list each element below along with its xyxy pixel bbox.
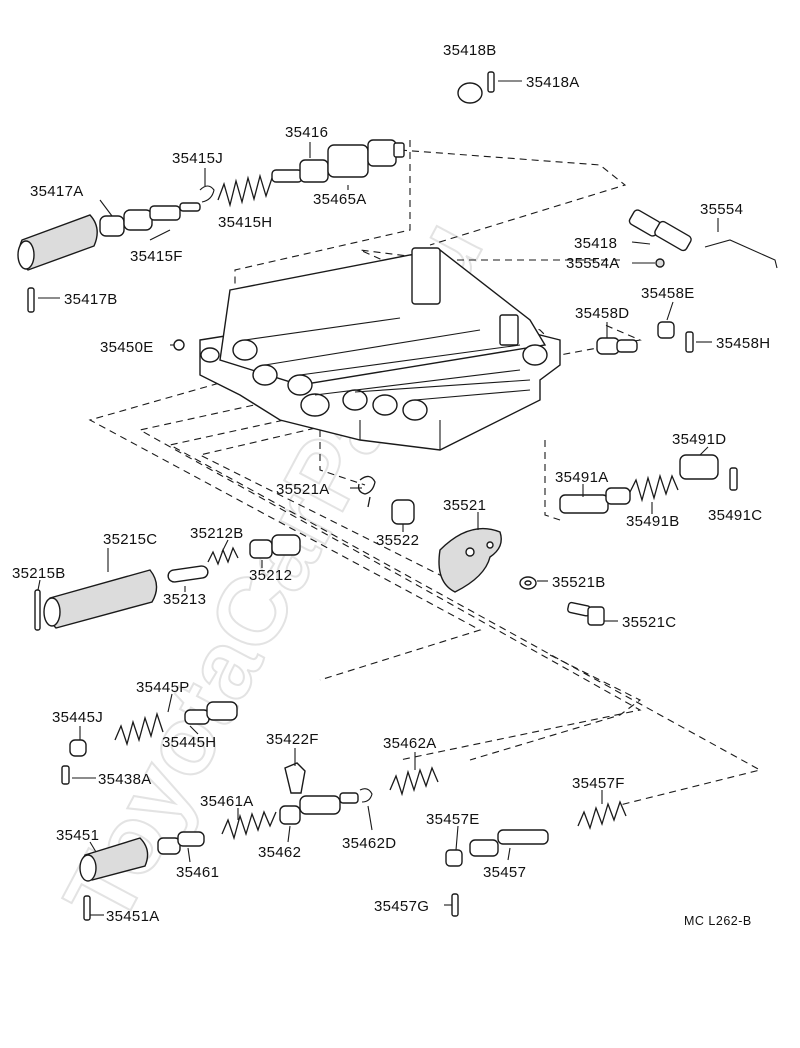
label-35415J[interactable]: 35415J [172, 150, 223, 167]
label-35418B[interactable]: 35418B [443, 42, 497, 59]
label-35415F[interactable]: 35415F [130, 248, 183, 265]
diagram-code: MC L262-B [684, 914, 752, 928]
label-35554A[interactable]: 35554A [566, 255, 620, 272]
label-35213[interactable]: 35213 [163, 591, 206, 608]
label-35451[interactable]: 35451 [56, 827, 99, 844]
label-35418A[interactable]: 35418A [526, 74, 580, 91]
label-35491B[interactable]: 35491B [626, 513, 680, 530]
label-35445H[interactable]: 35445H [162, 734, 216, 751]
part-shapes [17, 71, 778, 921]
leader-lines [37, 80, 719, 916]
label-35416[interactable]: 35416 [285, 124, 328, 141]
label-35215C[interactable]: 35215C [103, 531, 157, 548]
label-35458E[interactable]: 35458E [641, 285, 695, 302]
label-35417A[interactable]: 35417A [30, 183, 84, 200]
label-35458H[interactable]: 35458H [716, 335, 770, 352]
label-35521B[interactable]: 35521B [552, 574, 606, 591]
label-35422F[interactable]: 35422F [266, 731, 319, 748]
label-35458D[interactable]: 35458D [575, 305, 629, 322]
label-35491A[interactable]: 35491A [555, 469, 609, 486]
label-35450E[interactable]: 35450E [100, 339, 154, 356]
label-35457E[interactable]: 35457E [426, 811, 480, 828]
label-35457[interactable]: 35457 [483, 864, 526, 881]
label-35462A[interactable]: 35462A [383, 735, 437, 752]
label-35212B[interactable]: 35212B [190, 525, 244, 542]
label-35212[interactable]: 35212 [249, 567, 292, 584]
label-35554[interactable]: 35554 [700, 201, 743, 218]
label-35417B[interactable]: 35417B [64, 291, 118, 308]
label-35457F[interactable]: 35457F [572, 775, 625, 792]
label-35418[interactable]: 35418 [574, 235, 617, 252]
label-35522[interactable]: 35522 [376, 532, 419, 549]
label-35462[interactable]: 35462 [258, 844, 301, 861]
label-35215B[interactable]: 35215B [12, 565, 66, 582]
part-labels: 35418B 35418A 35416 35415J 35417A 35465A… [12, 42, 770, 928]
valve-body [199, 247, 561, 451]
label-35415H[interactable]: 35415H [218, 214, 272, 231]
label-35521C[interactable]: 35521C [622, 614, 676, 631]
label-35445J[interactable]: 35445J [52, 709, 103, 726]
label-35461[interactable]: 35461 [176, 864, 219, 881]
label-35465A[interactable]: 35465A [313, 191, 367, 208]
label-35457G[interactable]: 35457G [374, 898, 429, 915]
label-35521[interactable]: 35521 [443, 497, 486, 514]
label-35491C[interactable]: 35491C [708, 507, 762, 524]
label-35451A[interactable]: 35451A [106, 908, 160, 925]
label-35438A[interactable]: 35438A [98, 771, 152, 788]
label-35462D[interactable]: 35462D [342, 835, 396, 852]
label-35491D[interactable]: 35491D [672, 431, 726, 448]
label-35521A[interactable]: 35521A [276, 481, 330, 498]
label-35461A[interactable]: 35461A [200, 793, 254, 810]
label-35445P[interactable]: 35445P [136, 679, 190, 696]
